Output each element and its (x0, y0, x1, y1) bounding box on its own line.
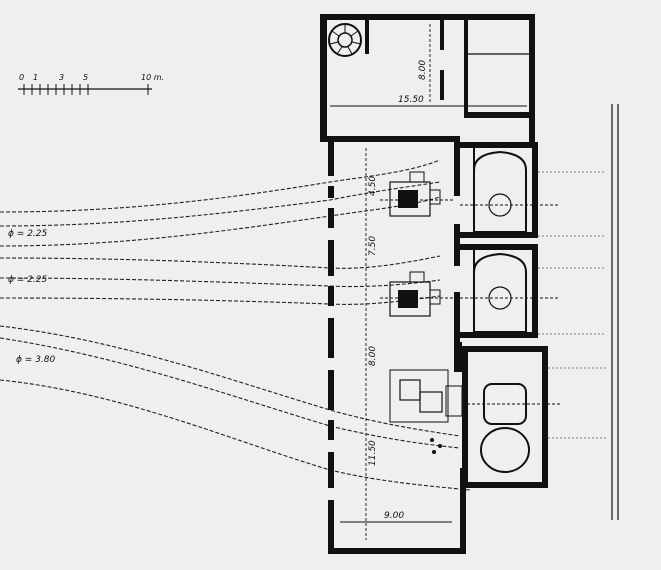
dim-bottom-width: 9.00 (384, 511, 404, 521)
pipe-3 (0, 325, 471, 491)
pipe-2-label: ϕ = 2.25 (8, 275, 48, 285)
dim-seg-2: 7.50 (368, 236, 378, 256)
machine-2-icon (380, 271, 454, 317)
right-edge-lines (538, 104, 619, 520)
dim-top-depth: 8.00 (418, 60, 428, 80)
dim-top-width: 15.50 (398, 95, 424, 105)
scale-bar: 0 1 3 5 10 m. (18, 73, 164, 95)
pipe-2 (0, 255, 441, 305)
chamber-3 (462, 346, 560, 488)
dim-seg-3: 8.00 (368, 346, 378, 366)
upper-annex: 8.00 15.50 (320, 14, 535, 142)
pipe-1-label: ϕ = 2.25 (8, 229, 48, 239)
chamber-2 (460, 244, 560, 338)
dim-seg-1: 4.50 (368, 176, 378, 196)
spiral-stair-icon (328, 23, 362, 57)
machine-1-icon (380, 171, 454, 217)
pipe-3-label: ϕ = 3.80 (16, 355, 56, 365)
scale-tick-5: 5 (83, 73, 88, 82)
scale-tick-10: 10 m. (141, 73, 164, 82)
scale-tick-1: 1 (33, 73, 38, 82)
machine-3-icon (389, 369, 463, 454)
scale-tick-0: 0 (19, 73, 24, 82)
pipe-1 (0, 159, 441, 247)
dim-seg-4: 11.50 (368, 440, 378, 466)
main-hall: 4.50 7.50 8.00 11.50 9.00 (320, 136, 466, 554)
chamber-1 (460, 142, 560, 238)
scale-tick-3: 3 (59, 73, 64, 82)
